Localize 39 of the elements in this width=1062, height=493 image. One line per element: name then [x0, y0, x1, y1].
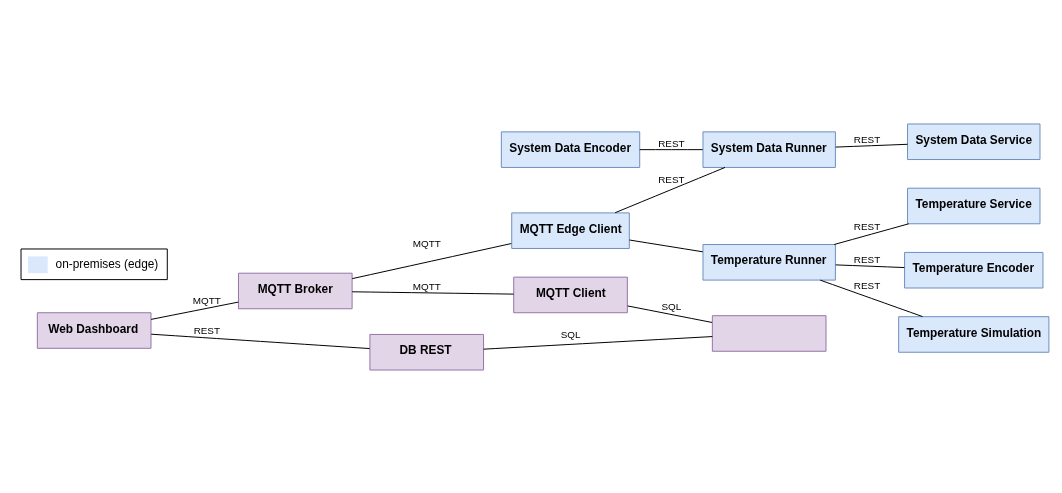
node-box: System Data Encoder	[500, 130, 641, 168]
edge-label: REST	[193, 324, 220, 336]
node-box: MQTT Edge Client	[511, 211, 630, 249]
connector	[614, 166, 726, 213]
edge-label: SQL	[560, 328, 581, 340]
node-box: DB REST	[369, 333, 485, 371]
connector	[351, 242, 512, 279]
connector	[833, 222, 910, 245]
node-box: Temperature Runner	[702, 243, 836, 281]
edge-label: SQL	[661, 300, 682, 312]
node-box: Web Dashboard	[36, 311, 152, 349]
connector	[351, 290, 515, 295]
edge-label: REST	[853, 279, 881, 291]
node-box: Temperature Simulation	[898, 315, 1050, 353]
edge-label: REST	[658, 173, 685, 185]
node-box: Temperature Service	[907, 187, 1041, 224]
connector	[835, 263, 905, 268]
edge-label: REST	[853, 220, 881, 232]
edge-label: MQTT	[192, 294, 221, 306]
edge-label: REST	[853, 133, 881, 145]
connector	[628, 239, 704, 252]
node-box: MQTT Broker	[237, 272, 353, 309]
node-box: System Data Service	[907, 122, 1041, 160]
connector	[483, 335, 713, 350]
connector	[150, 301, 239, 320]
connector	[639, 148, 704, 150]
node-box: MQTT Client	[513, 276, 628, 313]
edge-label: REST	[853, 253, 881, 265]
node-box	[711, 314, 827, 352]
edge-label: REST	[658, 137, 685, 149]
connector	[150, 333, 371, 349]
connector	[819, 279, 924, 317]
edge-label: MQTT	[412, 280, 441, 292]
legend-label: on-premises (edge)	[55, 256, 159, 271]
connector	[627, 304, 713, 323]
node-box: Temperature Encoder	[904, 251, 1044, 288]
edge-label: MQTT	[412, 237, 441, 249]
node-box: System Data Runner	[702, 130, 836, 168]
connector	[835, 143, 908, 148]
